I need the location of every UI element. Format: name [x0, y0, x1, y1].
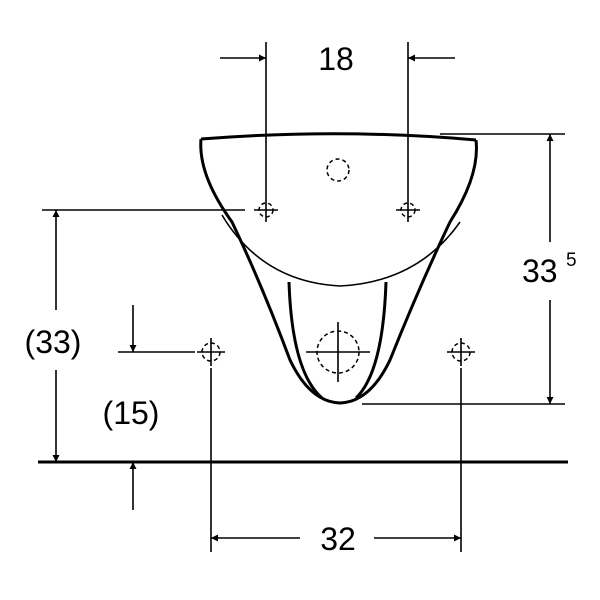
dimension-label: 32: [320, 521, 356, 557]
dimension-label: (15): [103, 395, 160, 431]
dimension-label: 18: [318, 41, 354, 77]
mounting-point-icons: [197, 198, 475, 366]
dimension-superscript: 5: [566, 250, 577, 271]
crosshair-icon: [396, 198, 420, 222]
dimension-label: 33: [522, 253, 558, 289]
dimension-height: 33 5: [362, 133, 577, 405]
dimension-top-spacing: 18: [220, 41, 455, 198]
dimension-lower-height: (15): [103, 305, 195, 510]
urinal-outline: [199, 132, 478, 405]
dimension-label: (33): [25, 324, 82, 360]
dimension-bottom-spacing: 32: [210, 368, 462, 557]
crosshair-icon: [197, 338, 225, 366]
crosshair-icon: [254, 198, 278, 222]
crosshair-icon: [447, 338, 475, 366]
dimension-left-height: (33): [25, 209, 245, 462]
overflow-hole-icon: [326, 158, 350, 182]
